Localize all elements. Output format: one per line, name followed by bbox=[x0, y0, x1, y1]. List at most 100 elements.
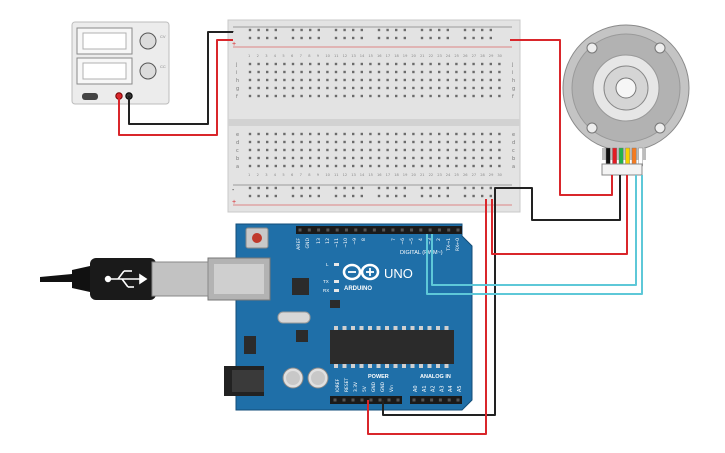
breadboard-hole[interactable] bbox=[326, 94, 329, 98]
breadboard-hole[interactable] bbox=[257, 164, 260, 168]
breadboard-hole[interactable] bbox=[386, 78, 389, 82]
rail-hole[interactable] bbox=[266, 186, 269, 190]
breadboard-hole[interactable] bbox=[412, 148, 415, 152]
header-pin[interactable] bbox=[326, 228, 330, 232]
breadboard-hole[interactable] bbox=[317, 62, 320, 66]
breadboard-hole[interactable] bbox=[463, 78, 467, 82]
breadboard-hole[interactable] bbox=[248, 148, 252, 152]
breadboard-hole[interactable] bbox=[403, 148, 406, 152]
breadboard-hole[interactable] bbox=[300, 140, 303, 144]
rail-hole[interactable] bbox=[472, 194, 475, 198]
rail-hole[interactable] bbox=[463, 194, 467, 198]
rail-hole[interactable] bbox=[463, 28, 467, 32]
breadboard-hole[interactable] bbox=[317, 148, 320, 152]
motor[interactable] bbox=[562, 24, 690, 176]
breadboard-hole[interactable] bbox=[395, 156, 398, 160]
header-pin[interactable] bbox=[344, 228, 348, 232]
rail-hole[interactable] bbox=[386, 36, 389, 40]
breadboard-hole[interactable] bbox=[317, 156, 320, 160]
rail-hole[interactable] bbox=[438, 194, 441, 198]
breadboard-hole[interactable] bbox=[334, 94, 338, 98]
breadboard-hole[interactable] bbox=[455, 132, 458, 136]
breadboard-hole[interactable] bbox=[420, 62, 424, 66]
breadboard-hole[interactable] bbox=[386, 94, 389, 98]
breadboard-hole[interactable] bbox=[403, 156, 406, 160]
rail-hole[interactable] bbox=[429, 36, 432, 40]
breadboard-hole[interactable] bbox=[334, 70, 338, 74]
rail-hole[interactable] bbox=[248, 36, 252, 40]
breadboard-hole[interactable] bbox=[352, 78, 355, 82]
breadboard-hole[interactable] bbox=[291, 70, 295, 74]
breadboard-hole[interactable] bbox=[266, 70, 269, 74]
rail-hole[interactable] bbox=[266, 28, 269, 32]
breadboard-hole[interactable] bbox=[463, 94, 467, 98]
breadboard-hole[interactable] bbox=[395, 148, 398, 152]
breadboard-hole[interactable] bbox=[352, 140, 355, 144]
breadboard-hole[interactable] bbox=[309, 70, 312, 74]
breadboard-hole[interactable] bbox=[420, 70, 424, 74]
breadboard-hole[interactable] bbox=[472, 156, 475, 160]
header-pin[interactable] bbox=[391, 228, 395, 232]
breadboard-hole[interactable] bbox=[472, 70, 475, 74]
breadboard-hole[interactable] bbox=[309, 86, 312, 90]
rail-hole[interactable] bbox=[257, 194, 260, 198]
breadboard-holes[interactable] bbox=[248, 28, 501, 198]
breadboard-hole[interactable] bbox=[498, 70, 501, 74]
breadboard-hole[interactable] bbox=[352, 132, 355, 136]
breadboard-hole[interactable] bbox=[395, 140, 398, 144]
breadboard-hole[interactable] bbox=[429, 94, 432, 98]
header-pin[interactable] bbox=[342, 398, 346, 402]
breadboard-hole[interactable] bbox=[455, 70, 458, 74]
breadboard-hole[interactable] bbox=[343, 156, 346, 160]
header-pin[interactable] bbox=[456, 398, 460, 402]
rail-hole[interactable] bbox=[429, 28, 432, 32]
breadboard-hole[interactable] bbox=[498, 132, 501, 136]
breadboard-hole[interactable] bbox=[498, 164, 501, 168]
breadboard-hole[interactable] bbox=[498, 62, 501, 66]
breadboard-hole[interactable] bbox=[283, 140, 286, 144]
breadboard-hole[interactable] bbox=[429, 62, 432, 66]
breadboard-hole[interactable] bbox=[377, 140, 381, 144]
breadboard-hole[interactable] bbox=[334, 156, 338, 160]
breadboard-hole[interactable] bbox=[395, 164, 398, 168]
breadboard-hole[interactable] bbox=[412, 94, 415, 98]
breadboard-hole[interactable] bbox=[446, 70, 449, 74]
header-pin[interactable] bbox=[447, 398, 451, 402]
rail-hole[interactable] bbox=[334, 36, 338, 40]
power-header[interactable] bbox=[330, 396, 402, 404]
breadboard-hole[interactable] bbox=[300, 156, 303, 160]
breadboard-hole[interactable] bbox=[334, 148, 338, 152]
breadboard-hole[interactable] bbox=[343, 140, 346, 144]
breadboard-hole[interactable] bbox=[481, 78, 484, 82]
rail-hole[interactable] bbox=[317, 28, 320, 32]
breadboard-hole[interactable] bbox=[412, 70, 415, 74]
breadboard-hole[interactable] bbox=[472, 62, 475, 66]
breadboard-hole[interactable] bbox=[369, 86, 372, 90]
breadboard-hole[interactable] bbox=[446, 140, 449, 144]
breadboard-hole[interactable] bbox=[291, 148, 295, 152]
breadboard-hole[interactable] bbox=[377, 86, 381, 90]
breadboard-hole[interactable] bbox=[257, 78, 260, 82]
breadboard-hole[interactable] bbox=[481, 132, 484, 136]
header-pin[interactable] bbox=[354, 228, 358, 232]
breadboard-hole[interactable] bbox=[472, 132, 475, 136]
breadboard-hole[interactable] bbox=[420, 78, 424, 82]
breadboard-hole[interactable] bbox=[489, 86, 492, 90]
breadboard-hole[interactable] bbox=[438, 140, 441, 144]
breadboard-hole[interactable] bbox=[360, 148, 363, 152]
breadboard-hole[interactable] bbox=[248, 70, 252, 74]
rail-hole[interactable] bbox=[489, 36, 492, 40]
rail-hole[interactable] bbox=[403, 194, 406, 198]
rail-hole[interactable] bbox=[309, 28, 312, 32]
breadboard-hole[interactable] bbox=[412, 86, 415, 90]
breadboard-hole[interactable] bbox=[291, 78, 295, 82]
header-pin[interactable] bbox=[372, 228, 376, 232]
breadboard-hole[interactable] bbox=[481, 62, 484, 66]
breadboard-hole[interactable] bbox=[291, 164, 295, 168]
rail-hole[interactable] bbox=[446, 186, 449, 190]
rail-hole[interactable] bbox=[360, 28, 363, 32]
rail-hole[interactable] bbox=[300, 36, 303, 40]
breadboard-hole[interactable] bbox=[420, 86, 424, 90]
breadboard-hole[interactable] bbox=[420, 140, 424, 144]
header-pin[interactable] bbox=[382, 228, 386, 232]
